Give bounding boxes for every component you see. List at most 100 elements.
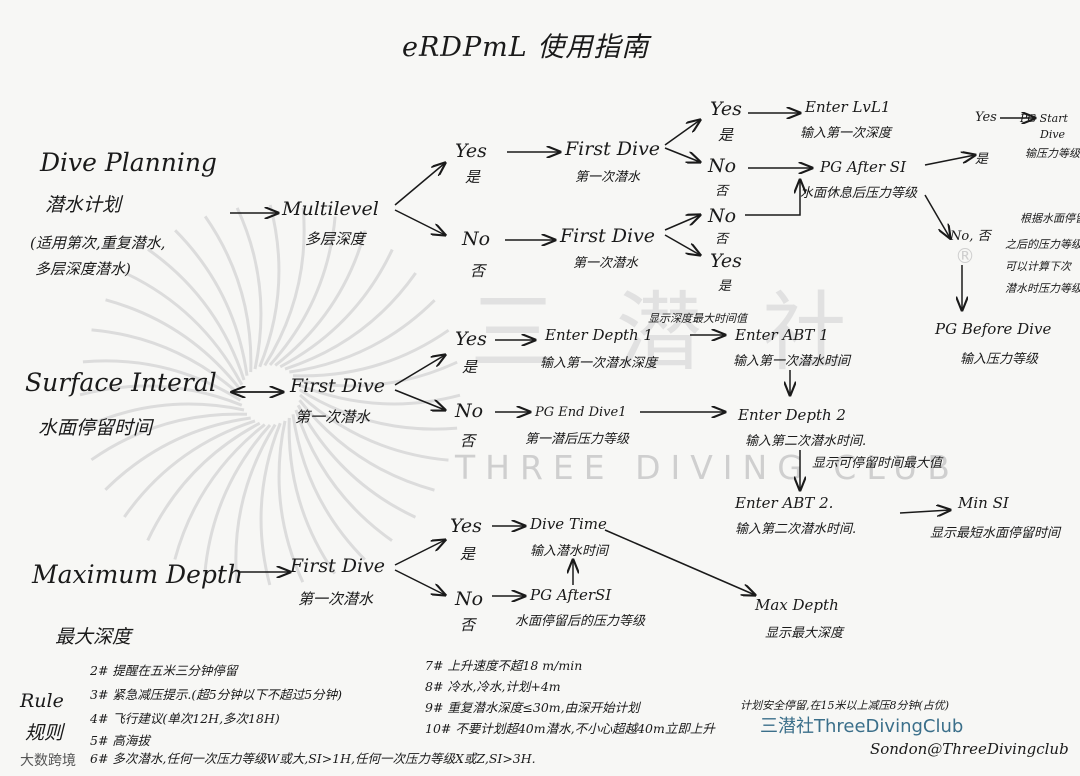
no-right-note: 根据水面停留: [1020, 210, 1080, 226]
node-no: No, 否: [950, 225, 990, 244]
rule-item: 计划安全停留,在15米以上减压8分钟(占优): [740, 697, 949, 713]
arrow: [665, 235, 700, 255]
arrow: [665, 215, 700, 230]
pg-end-dive1-node: PG End Dive1: [535, 405, 626, 420]
enter-abt1-node: Enter ABT 1: [735, 326, 829, 344]
dive-time-node: Dive Time: [530, 515, 607, 533]
enter-lvl1-node: Enter LvL1: [805, 98, 890, 116]
node-yes-cn: 是: [718, 275, 731, 294]
multilevel-label: Multilevel: [282, 198, 379, 220]
dive-time-node-cn: 输入潜水时间: [530, 540, 608, 559]
first-dive-node-cn: 第一次潜水: [575, 166, 640, 185]
max-time-note: 显示深度最大时间值: [648, 310, 747, 326]
min-si-node: Min SI: [958, 494, 1009, 512]
footer-brand: 三潜社ThreeDivingClub: [760, 712, 963, 738]
rule-item: 9# 重复潜水深度≤30m,由深开始计划: [425, 697, 640, 716]
node-yes-cn: 是: [462, 356, 477, 377]
enter-abt2-node-cn: 输入第二次潜水时间.: [735, 518, 856, 537]
signature: Sondon@ThreeDivingclub: [870, 740, 1069, 758]
arrow: [395, 163, 445, 205]
node-yes-cn: 是: [975, 148, 988, 167]
dive-planning-cn: 潜水计划: [45, 190, 121, 217]
arrow: [395, 355, 445, 385]
rule-item: 7# 上升速度不超18 m/min: [425, 655, 582, 674]
depth2-note: 显示可停留时间最大值: [812, 452, 942, 471]
node-no: No: [462, 228, 490, 250]
arrow: [925, 195, 950, 238]
node-no-cn: 否: [460, 614, 475, 635]
max-depth-label: Maximum Depth: [32, 560, 243, 589]
first-dive-node-cn: 第一次潜水: [573, 252, 638, 271]
enter-depth2-node-cn: 输入第二次潜水时间.: [745, 430, 866, 449]
rule-item: 6# 多次潜水,任何一次压力等级W或大,SI>1H,任何一次压力等级X或Z,SI…: [90, 748, 536, 767]
pg-after-si-node-cn: 水面停留后的压力等级: [515, 610, 645, 629]
first-dive-node: First Dive: [290, 375, 385, 397]
footer-badge: 大数跨境: [20, 750, 76, 770]
node-no-cn: 否: [715, 228, 728, 247]
first-dive-node-cn: 第一次潜水: [295, 406, 370, 427]
node-yes-cn: 是: [460, 543, 475, 564]
node-no: No: [455, 400, 483, 422]
enter-depth2-node: Enter Depth 2: [738, 406, 846, 424]
no-right-note: 之后的压力等级: [1005, 236, 1080, 252]
rule-item: 2# 提醒在五米三分钟停留: [90, 660, 237, 679]
arrow: [665, 120, 700, 145]
rule-item: 4# 飞行建议(单次12H,多次18H): [90, 708, 280, 727]
node-yes-cn: 是: [718, 124, 733, 145]
max-depth-node: Max Depth: [755, 596, 839, 614]
rule-item: 10# 不要计划超40m潜水,不小心超越40m立即上升: [425, 718, 715, 737]
arrow: [395, 570, 445, 595]
arrow: [395, 540, 445, 565]
arrow: [665, 148, 700, 162]
node-no-cn: 否: [470, 260, 485, 281]
arrow: [900, 510, 950, 513]
node-no-cn: 否: [715, 180, 728, 199]
multilevel-cn: 多层深度: [305, 228, 365, 249]
dive-planning-note: 多层深度潜水): [35, 258, 131, 279]
pg-start-dive-node-cn: 输压力等级: [1025, 145, 1080, 161]
dive-planning-note: (适用第次,重复潜水,: [30, 232, 165, 253]
dive-planning-label: Dive Planning: [40, 148, 217, 177]
arrow: [925, 155, 975, 165]
pg-before-dive-node: PG Before Dive: [935, 320, 1051, 338]
pg-start-dive-node: Dive: [1040, 128, 1065, 141]
first-dive-node: First Dive: [560, 225, 655, 247]
node-yes: Yes: [975, 110, 997, 125]
rule-item: 8# 冷水,冷水,计划+4m: [425, 676, 561, 695]
enter-abt2-node: Enter ABT 2.: [735, 494, 833, 512]
enter-depth1-node: Enter Depth 1: [545, 326, 653, 344]
node-yes: Yes: [710, 98, 742, 120]
rule-item: 3# 紧急减压提示.(超5分钟以下不超过5分钟): [90, 684, 342, 703]
pg-after-si-node: PG After SI: [820, 158, 906, 176]
first-dive-node-cn: 第一次潜水: [298, 588, 373, 609]
rule-label: Rule: [20, 690, 64, 712]
rule-item: 5# 高海拔: [90, 730, 150, 749]
arrow: [745, 180, 800, 215]
surface-interval-cn: 水面停留时间: [38, 413, 152, 440]
node-yes: Yes: [450, 515, 482, 537]
no-right-note: 可以计算下次: [1005, 258, 1071, 274]
arrow: [605, 530, 755, 595]
node-yes: Yes: [710, 250, 742, 272]
pg-after-si-node-cn: 水面休息后压力等级: [800, 182, 917, 201]
enter-lvl1-node-cn: 输入第一次深度: [800, 122, 891, 141]
pg-start-dive-node: PG Start: [1020, 112, 1068, 125]
min-si-node-cn: 显示最短水面停留时间: [930, 522, 1060, 541]
enter-depth1-node-cn: 输入第一次潜水深度: [540, 352, 657, 371]
node-no: No: [455, 588, 483, 610]
first-dive-node: First Dive: [290, 555, 385, 577]
pg-before-dive-node-cn: 输入压力等级: [960, 348, 1038, 367]
pg-after-si-node: PG AfterSI: [530, 586, 611, 604]
arrow: [395, 390, 445, 410]
node-no-cn: 否: [460, 430, 475, 451]
node-no: No: [708, 155, 736, 177]
node-yes-cn: 是: [465, 166, 480, 187]
max-depth-cn: 最大深度: [55, 622, 131, 649]
enter-abt1-node-cn: 输入第一次潜水时间: [733, 350, 850, 369]
first-dive-node: First Dive: [565, 138, 660, 160]
rule-label-cn: 规则: [25, 718, 63, 745]
arrow: [395, 210, 445, 235]
node-yes: Yes: [455, 328, 487, 350]
max-depth-node-cn: 显示最大深度: [765, 622, 843, 641]
no-right-note: 潜水时压力等级: [1005, 280, 1080, 296]
